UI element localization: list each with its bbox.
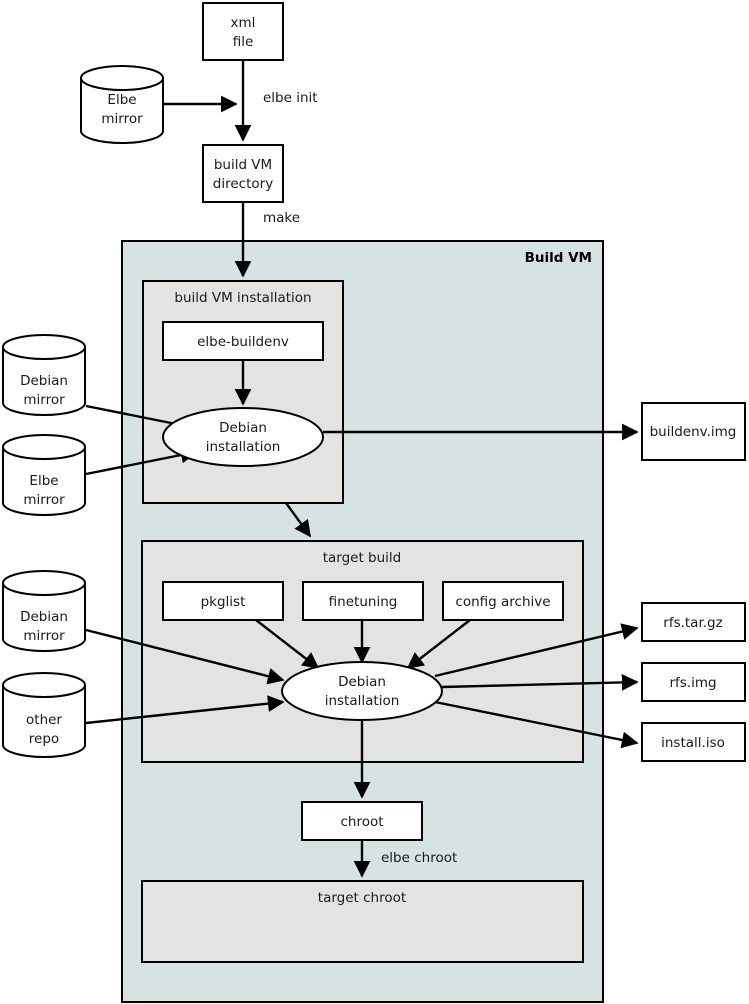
node-debian-mirror-upper-label-line2: mirror bbox=[23, 392, 65, 408]
node-xml-file-label-line1: xml bbox=[231, 15, 256, 31]
node-chroot-label: chroot bbox=[340, 814, 383, 830]
node-debian-installation-buildvm-label-line2: installation bbox=[206, 439, 281, 455]
node-pkglist[interactable]: pkglist bbox=[162, 581, 284, 621]
node-elbe-buildenv-label: elbe-buildenv bbox=[197, 334, 289, 350]
node-buildenv-img[interactable]: buildenv.img bbox=[641, 402, 746, 461]
node-elbe-mirror-lower-label-line2: mirror bbox=[23, 492, 65, 508]
node-debian-mirror-lower[interactable]: Debian mirror bbox=[2, 570, 86, 652]
node-build-vm-directory[interactable]: build VM directory bbox=[202, 144, 284, 203]
edge-elbe-mirror-to-buildvm-install bbox=[85, 446, 198, 476]
node-pkglist-label: pkglist bbox=[201, 594, 246, 610]
edge-config-archive-to-target-install bbox=[406, 619, 471, 670]
node-elbe-mirror-top-body bbox=[80, 65, 164, 144]
node-debian-installation-buildvm-ellipse bbox=[162, 407, 324, 467]
node-finetuning-rect bbox=[302, 581, 424, 621]
node-rfs-img-label: rfs.img bbox=[669, 675, 716, 691]
node-elbe-buildenv[interactable]: elbe-buildenv bbox=[162, 321, 324, 361]
node-debian-installation-buildvm-label-line1: Debian bbox=[219, 420, 267, 436]
node-rfs-tar-gz[interactable]: rfs.tar.gz bbox=[641, 602, 746, 642]
node-other-repo[interactable]: other repo bbox=[2, 672, 86, 758]
node-config-archive[interactable]: config archive bbox=[442, 581, 564, 621]
node-elbe-mirror-lower-label-line1: Elbe bbox=[29, 473, 58, 489]
node-install-iso[interactable]: install.iso bbox=[641, 722, 746, 762]
node-elbe-mirror-top-label-line1: Elbe bbox=[107, 92, 136, 108]
node-chroot[interactable]: chroot bbox=[301, 801, 423, 841]
edge-pkglist-to-target-install bbox=[255, 619, 320, 670]
build-vm-container-label: Build VM bbox=[525, 250, 592, 266]
node-debian-installation-target-ellipse bbox=[281, 661, 443, 721]
node-debian-mirror-upper-body bbox=[2, 334, 86, 416]
node-elbe-mirror-top[interactable]: Elbe mirror bbox=[80, 65, 164, 144]
node-debian-mirror-lower-label-line1: Debian bbox=[20, 609, 68, 625]
node-rfs-tar-gz-label: rfs.tar.gz bbox=[663, 615, 722, 631]
target-build-label: target build bbox=[323, 550, 402, 566]
node-xml-file[interactable]: xml file bbox=[202, 2, 284, 61]
node-debian-mirror-lower-cap bbox=[2, 582, 86, 596]
node-finetuning-label: finetuning bbox=[329, 594, 398, 610]
node-buildenv-img-rect bbox=[641, 402, 746, 461]
node-build-vm-directory-rect bbox=[202, 144, 284, 203]
edge-debian-mirror-to-target-install bbox=[85, 628, 285, 685]
node-debian-mirror-lower-label-line2: mirror bbox=[23, 628, 65, 644]
node-install-iso-rect bbox=[641, 722, 746, 762]
node-rfs-tar-gz-rect bbox=[641, 602, 746, 642]
node-other-repo-body bbox=[2, 672, 86, 758]
node-build-vm-directory-label-line1: build VM bbox=[214, 157, 272, 173]
node-finetuning[interactable]: finetuning bbox=[302, 581, 424, 621]
edge-label-elbe-chroot: elbe chroot bbox=[381, 850, 457, 866]
node-other-repo-label-line1: other bbox=[26, 712, 62, 728]
node-pkglist-rect bbox=[162, 581, 284, 621]
node-debian-installation-target[interactable]: Debian installation bbox=[281, 661, 443, 721]
node-elbe-mirror-top-label-line2: mirror bbox=[101, 111, 143, 127]
node-elbe-buildenv-rect bbox=[162, 321, 324, 361]
node-install-iso-label: install.iso bbox=[661, 735, 725, 751]
edge-target-install-to-rfs-targz bbox=[434, 623, 639, 678]
node-other-repo-cap bbox=[2, 684, 86, 698]
node-chroot-rect bbox=[301, 801, 423, 841]
node-rfs-img-rect bbox=[641, 662, 746, 702]
node-xml-file-rect bbox=[202, 2, 284, 61]
node-debian-installation-target-label-line1: Debian bbox=[338, 674, 386, 690]
node-config-archive-label: config archive bbox=[455, 594, 550, 610]
node-debian-mirror-upper-cap bbox=[2, 346, 86, 360]
node-elbe-mirror-lower-cap bbox=[2, 446, 86, 460]
node-debian-installation-target-label-line2: installation bbox=[325, 693, 400, 709]
edge-other-repo-to-target-install bbox=[85, 695, 285, 725]
edge-target-install-to-rfs-img bbox=[441, 673, 639, 691]
node-debian-installation-buildvm[interactable]: Debian installation bbox=[162, 407, 324, 467]
node-other-repo-label-line2: repo bbox=[29, 731, 59, 747]
node-debian-mirror-lower-body bbox=[2, 570, 86, 652]
node-elbe-mirror-top-cap bbox=[80, 77, 164, 91]
node-config-archive-rect bbox=[442, 581, 564, 621]
edge-label-elbe-init: elbe init bbox=[263, 90, 318, 106]
target-chroot-rect bbox=[141, 880, 584, 963]
node-build-vm-directory-label-line2: directory bbox=[213, 176, 273, 192]
node-rfs-img[interactable]: rfs.img bbox=[641, 662, 746, 702]
build-vm-installation-label: build VM installation bbox=[174, 290, 311, 306]
node-elbe-mirror-lower-body bbox=[2, 434, 86, 516]
edge-buildvm-install-to-target-build bbox=[285, 502, 311, 538]
node-debian-mirror-upper-label-line1: Debian bbox=[20, 373, 68, 389]
target-chroot-label: target chroot bbox=[318, 890, 406, 906]
node-debian-mirror-upper[interactable]: Debian mirror bbox=[2, 334, 86, 416]
target-chroot-group: target chroot bbox=[141, 880, 584, 963]
edge-target-install-to-install-iso bbox=[434, 700, 639, 749]
node-buildenv-img-label: buildenv.img bbox=[650, 424, 737, 440]
node-elbe-mirror-lower[interactable]: Elbe mirror bbox=[2, 434, 86, 516]
edge-label-make: make bbox=[263, 210, 300, 226]
node-xml-file-label-line2: file bbox=[233, 34, 254, 50]
